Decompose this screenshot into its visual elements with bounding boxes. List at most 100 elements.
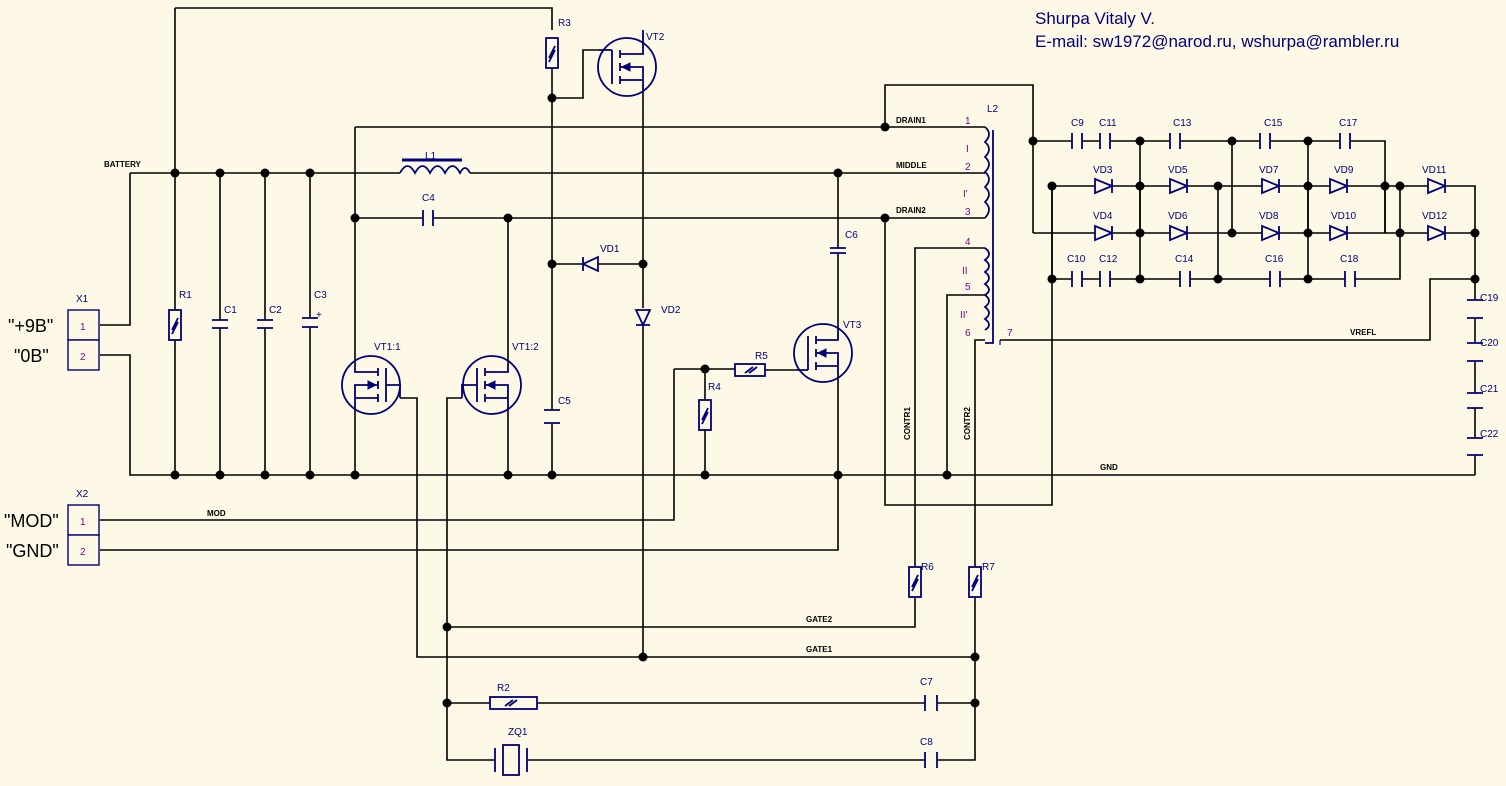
- label-vd5: VD5: [1168, 165, 1188, 176]
- label-vt1-2: VT1:2: [512, 342, 539, 353]
- label-r4: R4: [708, 382, 721, 393]
- inductor-l1: [399, 158, 471, 175]
- x2-pin2-number: 2: [80, 547, 86, 558]
- resistor-r7: [968, 566, 982, 598]
- label-c7: C7: [920, 677, 933, 688]
- l2-pin1: 1: [965, 116, 971, 127]
- connector-x1: [67, 309, 100, 371]
- x2-pin2-name: "GND": [6, 541, 59, 561]
- label-vd6: VD6: [1168, 211, 1188, 222]
- net-battery: BATTERY: [104, 160, 142, 169]
- label-c20: C20: [1480, 338, 1499, 349]
- label-l2: L2: [987, 104, 999, 115]
- label-zq1: ZQ1: [508, 727, 528, 738]
- label-c13: C13: [1173, 118, 1192, 129]
- diodes: [580, 177, 1448, 328]
- label-vd11: VD11: [1422, 165, 1447, 176]
- junctions: [170, 93, 1480, 708]
- net-drain1: DRAIN1: [896, 116, 926, 125]
- label-r3: R3: [558, 18, 571, 29]
- label-vd3: VD3: [1093, 165, 1113, 176]
- label-c22: C22: [1480, 429, 1499, 440]
- label-c6: C6: [845, 230, 858, 241]
- l2-winding-i-prime: I': [963, 189, 968, 200]
- resistor-r4: [698, 399, 712, 431]
- x1-pin1-name: "+9В": [8, 316, 53, 336]
- label-c14: C14: [1175, 254, 1194, 265]
- label-c17: C17: [1339, 118, 1358, 129]
- label-r5: R5: [755, 351, 768, 362]
- label-r2: R2: [497, 683, 510, 694]
- label-vt3: VT3: [843, 320, 862, 331]
- l2-pin3: 3: [965, 207, 971, 218]
- x1-label: X1: [76, 294, 89, 305]
- x2-label: X2: [76, 489, 89, 500]
- label-c1: C1: [224, 305, 237, 316]
- label-l1: L1: [425, 151, 437, 162]
- label-vd8: VD8: [1259, 211, 1279, 222]
- label-vd10: VD10: [1331, 211, 1356, 222]
- l2-pin4: 4: [965, 237, 971, 248]
- resistor-r6: [908, 566, 922, 598]
- label-c9: C9: [1071, 118, 1084, 129]
- label-c19: C19: [1480, 293, 1499, 304]
- capacitors: [212, 133, 1483, 768]
- net-gnd: GND: [1100, 463, 1118, 472]
- l2-winding-i: I: [966, 144, 969, 155]
- l2-pin7: 7: [1007, 328, 1013, 339]
- label-c16: C16: [1265, 254, 1284, 265]
- label-r7: R7: [982, 562, 995, 573]
- l2-pin5: 5: [965, 282, 971, 293]
- label-c21: C21: [1480, 384, 1499, 395]
- mosfet-vt2: [597, 30, 657, 97]
- l2-pin6: 6: [965, 328, 971, 339]
- author-email: E-mail: sw1972@narod.ru, wshurpa@rambler…: [1035, 32, 1399, 51]
- net-vrefl: VREFL: [1350, 328, 1376, 337]
- label-vd2: VD2: [661, 305, 681, 316]
- net-gate1: GATE1: [806, 645, 833, 654]
- l2-pin2: 2: [965, 162, 971, 173]
- resistor-r5: [734, 363, 766, 377]
- net-middle: MIDDLE: [896, 161, 927, 170]
- mosfet-vt3: [793, 323, 853, 383]
- label-vd4: VD4: [1093, 211, 1113, 222]
- label-vd9: VD9: [1334, 165, 1354, 176]
- label-vt2: VT2: [646, 32, 665, 43]
- connector-x2: [67, 504, 100, 566]
- author-name: Shurpa Vitaly V.: [1035, 9, 1155, 28]
- net-contr1: CONTR1: [903, 407, 912, 440]
- label-vt1-1: VT1:1: [374, 342, 401, 353]
- resistor-r2: [489, 696, 538, 710]
- mosfet-vt1-2: [461, 355, 522, 415]
- label-c3: C3: [314, 290, 327, 301]
- label-c11: C11: [1099, 118, 1117, 129]
- label-c10: C10: [1067, 254, 1086, 265]
- label-c2: C2: [269, 305, 282, 316]
- label-c8: C8: [920, 737, 933, 748]
- x2-pin1-name: "MOD": [4, 511, 59, 531]
- x1-pin2-number: 2: [80, 352, 86, 363]
- transformer-l2: [983, 126, 1001, 345]
- resistor-r3: [545, 37, 559, 69]
- l2-winding-ii: II: [962, 266, 968, 277]
- label-c3-polarity: +: [316, 310, 322, 321]
- mosfet-vt1-1: [341, 355, 401, 415]
- l2-winding-ii-prime: II': [960, 310, 968, 321]
- resistor-r1: [168, 309, 182, 341]
- net-contr2: CONTR2: [963, 407, 972, 440]
- net-gate2: GATE2: [806, 615, 833, 624]
- wires: [100, 7, 1476, 761]
- label-c4: C4: [422, 193, 435, 204]
- crystal-zq1: [494, 744, 528, 776]
- label-r1: R1: [179, 290, 192, 301]
- label-c5: C5: [558, 396, 571, 407]
- x1-pin1-number: 1: [80, 322, 86, 333]
- label-r6: R6: [921, 562, 934, 573]
- net-drain2: DRAIN2: [896, 206, 926, 215]
- x2-pin1-number: 1: [80, 517, 86, 528]
- label-c18: C18: [1340, 254, 1359, 265]
- label-c15: C15: [1264, 118, 1283, 129]
- label-vd12: VD12: [1422, 211, 1447, 222]
